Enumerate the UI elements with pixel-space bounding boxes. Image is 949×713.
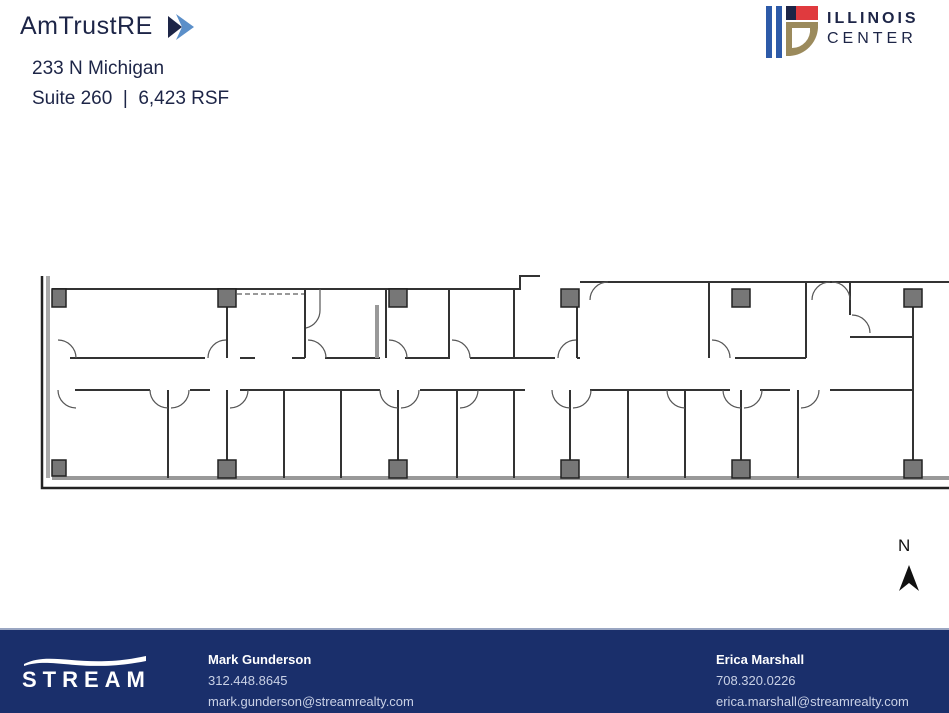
stream-logo-text: STREAM [22,667,151,692]
stream-wave-icon [24,656,146,666]
footer [0,628,949,713]
illinois-center-logo-icon [766,6,818,58]
contact-email[interactable]: erica.marshall@streamrealty.com [716,694,909,709]
illinois-center-title: ILLINOIS [827,10,919,27]
north-arrow-icon [899,565,919,591]
contact-email[interactable]: mark.gunderson@streamrealty.com [208,694,414,709]
suite-info: Suite 260 | 6,423 RSF [32,88,230,109]
north-label: N [898,536,911,555]
amtrust-logo-icon [168,14,194,40]
illinois-center-subtitle: CENTER [827,30,917,47]
contact-name: Erica Marshall [716,652,805,667]
amtrust-logo-text: AmTrustRE [20,12,153,40]
contact-phone[interactable]: 312.448.8645 [208,673,288,688]
contact-name: Mark Gunderson [208,652,312,667]
contact-phone[interactable]: 708.320.0226 [716,673,796,688]
floor-plan [40,275,949,490]
address-line: 233 N Michigan [32,58,165,79]
